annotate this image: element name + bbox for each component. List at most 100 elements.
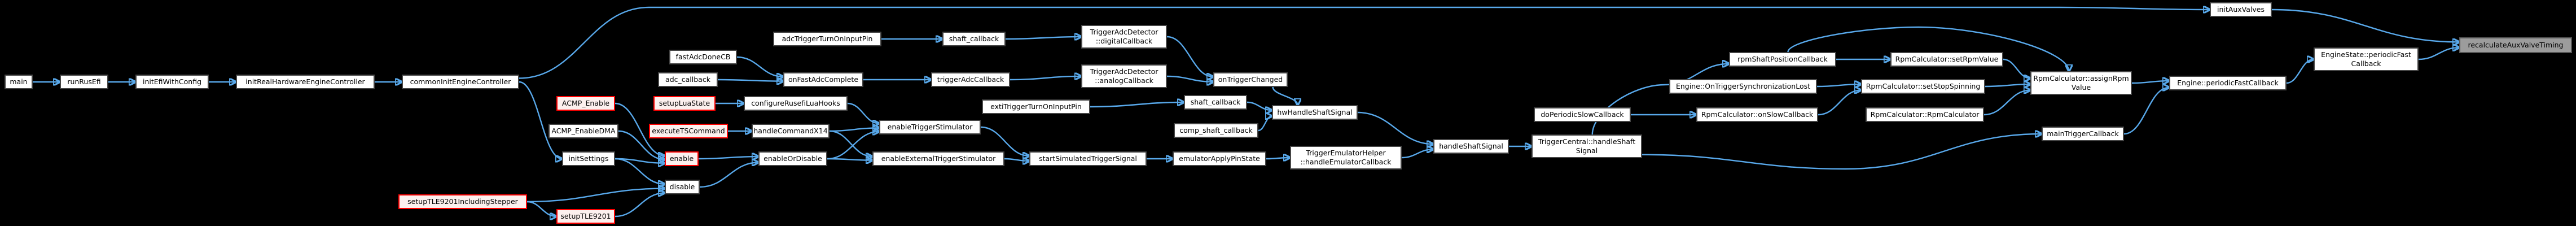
node-label: initRealHardwareEngineController [245,77,365,86]
node-executeTSCommand[interactable]: executeTSCommand [649,124,728,138]
node-RpmCalculator_ctor[interactable]: RpmCalculator::RpmCalculator [1866,107,1984,122]
node-ACMP_Enable[interactable]: ACMP_Enable [556,96,615,111]
node-OnTriggerSynchronizationLost[interactable]: Engine::OnTriggerSynchronizationLost [1669,79,1817,94]
node-label-line2: Callback [2351,59,2381,68]
node-doPeriodicSlowCallback[interactable]: doPeriodicSlowCallback [1534,107,1631,122]
node-label: rpmShaftPositionCallback [1737,55,1828,63]
node-label: runRusEfi [67,77,101,86]
node-label: comp_shaft_callback [1179,126,1253,134]
edge-handleCommandX14-to-enableTriggerStimulator [829,128,879,132]
edge-enable-to-enableOrDisable [698,157,758,159]
node-digitalCallback[interactable]: TriggerAdcDetector::digitalCallback [1081,25,1167,49]
edge-periodicFastCallback_engine-to-periodicFastCallback_state [2286,59,2314,84]
node-setStopSpinning[interactable]: RpmCalculator::setStopSpinning [1861,79,1985,94]
node-onTriggerChanged[interactable]: onTriggerChanged [1213,72,1288,87]
edge-triggerAdcCallback-to-analogCallback [1010,76,1081,81]
node-shaft_callback_1[interactable]: shaft_callback [942,32,1006,46]
node-label: setupLuaState [659,99,710,107]
edge-setupTLE9201-to-disable [615,193,665,218]
edge-commonInitEngineController-to-initAuxValves [519,7,2210,79]
node-label: adcTriggerTurnOnInputPin [782,34,873,43]
edge-handleCommandX14-to-enableExternalTriggerStimulator [829,130,872,157]
node-label: shaft_callback [949,34,999,43]
node-label: enableExternalTriggerStimulator [881,154,996,163]
node-initRealHardwareEngineController[interactable]: initRealHardwareEngineController [236,75,375,89]
node-setupLuaState[interactable]: setupLuaState [653,96,716,111]
node-disable[interactable]: disable [665,180,700,194]
edge-TriggerCentral_handleShaftSignal-to-mainTriggerCallback [1642,134,2042,170]
edge-analogCallback-to-onTriggerChanged [1166,75,1213,82]
node-label: RpmCalculator::setRpmValue [1895,55,1999,63]
edge-extiTriggerTurnOnInputPin-to-shaft_callback_2 [1090,102,1184,108]
node-commonInitEngineController[interactable]: commonInitEngineController [402,75,519,89]
node-label: EngineState::periodicFast [2321,50,2411,59]
node-shaft_callback_2[interactable]: shaft_callback [1184,95,1247,110]
node-initAuxValves[interactable]: initAuxValves [2210,2,2272,17]
node-label-line2: ::analogCallback [1095,76,1153,85]
node-adc_callback[interactable]: adc_callback [658,72,718,87]
node-enableExternalTriggerStimulator[interactable]: enableExternalTriggerStimulator [872,151,1004,166]
edge-periodicFastCallback_state-to-recalculateAuxValveTiming [2418,47,2459,60]
node-enable[interactable]: enable [665,151,699,166]
node-label-line2: ::handleEmulatorCallback [1300,158,1392,166]
edge-setupTLE9201IncludingStepper-to-setupTLE9201 [526,201,556,216]
node-analogCallback[interactable]: TriggerAdcDetector::analogCallback [1081,64,1167,88]
node-setRpmValue[interactable]: RpmCalculator::setRpmValue [1890,52,2003,67]
node-onFastAdcComplete[interactable]: onFastAdcComplete [783,72,863,87]
node-fastAdcDoneCB[interactable]: fastAdcDoneCB [669,50,737,64]
node-onSlowCallback[interactable]: RpmCalculator::onSlowCallback [1696,107,1818,122]
node-handleEmulatorCallback[interactable]: TriggerEmulatorHelper::handleEmulatorCal… [1290,146,1402,169]
node-main[interactable]: main [5,75,33,89]
node-label: recalculateAuxValveTiming [2468,41,2564,49]
edge-setStopSpinning-to-assignRpmValue [1985,84,2030,86]
node-label: TriggerEmulatorHelper [1306,149,1386,157]
node-setupTLE9201[interactable]: setupTLE9201 [556,209,615,224]
node-recalculateAuxValveTiming: recalculateAuxValveTiming [2459,37,2572,53]
edge-initAuxValves-to-recalculateAuxValveTiming [2271,8,2459,42]
edge-configureRusefiLuaHooks-to-enableTriggerStimulator [847,102,879,124]
node-label: ACMP_Enable [561,99,610,107]
node-label: hwHandleShaftSignal [1277,108,1353,116]
node-configureRusefiLuaHooks[interactable]: configureRusefiLuaHooks [744,96,848,111]
edge-comp_shaft_callback-to-hwHandleShaftSignal [1258,116,1272,132]
node-label: enableOrDisable [763,154,822,163]
node-runRusEfi[interactable]: runRusEfi [60,75,108,89]
node-label-line2: Signal [1576,146,1598,155]
edge-rpmShaftPositionCallback-to-assignRpmValue [1787,26,2069,71]
edge-digitalCallback-to-onTriggerChanged [1166,36,1213,77]
node-extiTriggerTurnOnInputPin[interactable]: extiTriggerTurnOnInputPin [982,99,1090,114]
edge-mainTriggerCallback-to-periodicFastCallback_engine [2123,88,2169,135]
node-label: emulatorApplyPinState [1179,154,1260,163]
node-label: handleCommandX14 [753,127,828,135]
edge-shaft_callback_2-to-hwHandleShaftSignal [1247,101,1272,110]
node-rpmShaftPositionCallback[interactable]: rpmShaftPositionCallback [1729,52,1836,67]
node-startSimulatedTriggerSignal[interactable]: startSimulatedTriggerSignal [1029,151,1147,166]
edge-adc_callback-to-onFastAdcComplete [717,80,783,81]
node-label: extiTriggerTurnOnInputPin [990,102,1082,111]
node-label: TriggerCentral::handleShaft [1538,137,1636,146]
node-triggerAdcCallback[interactable]: triggerAdcCallback [931,72,1010,87]
node-hwHandleShaftSignal[interactable]: hwHandleShaftSignal [1272,105,1358,120]
node-periodicFastCallback_engine[interactable]: Engine::periodicFastCallback [2169,76,2287,90]
node-initEfiWithConfig[interactable]: initEfiWithConfig [135,75,209,89]
node-handleShaftSignal[interactable]: handleShaftSignal [1433,139,1509,154]
node-handleCommandX14[interactable]: handleCommandX14 [752,124,830,138]
node-enableTriggerStimulator[interactable]: enableTriggerStimulator [879,120,981,134]
node-ACMP_EnableDMA[interactable]: ACMP_EnableDMA [548,124,618,138]
node-adcTriggerTurnOnInputPin[interactable]: adcTriggerTurnOnInputPin [773,32,881,46]
node-label: startSimulatedTriggerSignal [1039,154,1137,163]
edge-emulatorApplyPinState-to-handleEmulatorCallback [1266,158,1290,159]
node-mainTriggerCallback[interactable]: mainTriggerCallback [2042,127,2124,141]
node-setupTLE9201IncludingStepper[interactable]: setupTLE9201IncludingStepper [398,194,527,209]
node-initSettings[interactable]: initSettings [562,151,615,166]
node-label: main [10,77,28,86]
node-emulatorApplyPinState[interactable]: emulatorApplyPinState [1173,151,1266,166]
node-comp_shaft_callback[interactable]: comp_shaft_callback [1174,123,1258,138]
node-label: RpmCalculator::RpmCalculator [1870,110,1980,119]
node-enableOrDisable[interactable]: enableOrDisable [758,151,827,166]
